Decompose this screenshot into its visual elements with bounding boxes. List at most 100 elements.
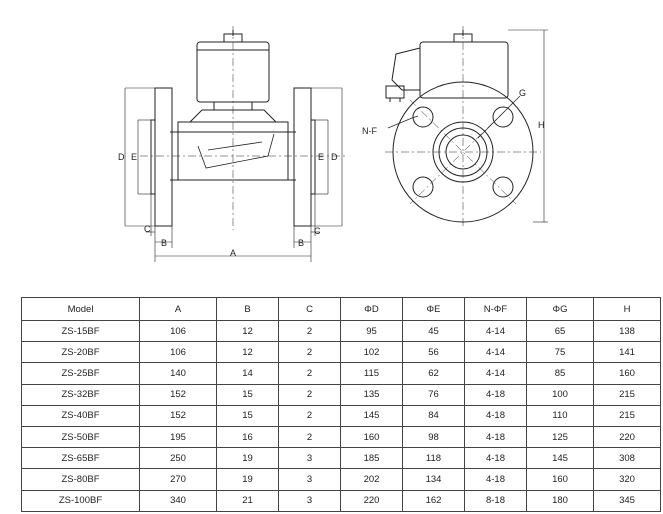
- cell-d: 95: [340, 319, 403, 343]
- cell-b: 19: [216, 447, 279, 470]
- bolt-hole-bl: [412, 176, 434, 198]
- front-dim-h: H: [538, 120, 545, 130]
- bolt-hole-tl: [412, 106, 434, 128]
- cell-c: 2: [278, 425, 341, 449]
- cell-b: 19: [216, 468, 279, 491]
- cell-g: 85: [526, 362, 594, 385]
- cell-nf: 4-18: [464, 425, 527, 449]
- bolt-hole-br: [492, 176, 514, 198]
- cell-nf: 4-14: [464, 341, 527, 364]
- cell-model: ZS-25BF: [21, 362, 140, 385]
- left-flange: [154, 87, 173, 227]
- cell-a: 340: [139, 489, 217, 512]
- cell-c: 3: [278, 489, 341, 512]
- cell-nf: 4-18: [464, 383, 527, 406]
- cell-c: 2: [278, 383, 341, 406]
- cell-e: 118: [402, 447, 465, 470]
- cell-e: 134: [402, 468, 465, 491]
- side-view: [124, 26, 345, 262]
- cell-g: 145: [526, 447, 594, 470]
- cell-g: 100: [526, 383, 594, 406]
- cell-a: 250: [139, 447, 217, 470]
- col-header-e: ΦE: [402, 297, 465, 321]
- cell-e: 62: [402, 362, 465, 385]
- col-header-h: H: [593, 297, 661, 321]
- cell-d: 160: [340, 425, 403, 449]
- cell-g: 75: [526, 341, 594, 364]
- cell-d: 185: [340, 447, 403, 470]
- cell-model: ZS-100BF: [21, 489, 140, 512]
- cell-b: 15: [216, 404, 279, 427]
- col-header-g: ΦG: [526, 297, 594, 321]
- table-header-row: Model A B C ΦD ΦE N-ΦF ΦG H: [21, 297, 661, 321]
- col-header-c: C: [278, 297, 341, 321]
- cell-a: 140: [139, 362, 217, 385]
- cell-nf: 4-18: [464, 447, 527, 470]
- cell-c: 3: [278, 468, 341, 491]
- cell-e: 84: [402, 404, 465, 427]
- cell-b: 12: [216, 319, 279, 343]
- cell-nf: 4-14: [464, 362, 527, 385]
- cell-e: 45: [402, 319, 465, 343]
- side-dim-c-right: C: [314, 226, 321, 236]
- cell-model: ZS-20BF: [21, 341, 140, 364]
- cell-h: 138: [593, 319, 661, 343]
- col-header-a: A: [139, 297, 217, 321]
- cell-g: 160: [526, 468, 594, 491]
- col-header-nf: N-ΦF: [464, 297, 527, 321]
- cell-a: 106: [139, 341, 217, 364]
- cell-h: 220: [593, 425, 661, 449]
- cell-c: 2: [278, 319, 341, 343]
- cell-c: 3: [278, 447, 341, 470]
- cell-nf: 4-18: [464, 468, 527, 491]
- cell-g: 125: [526, 425, 594, 449]
- side-dim-b-right: B: [298, 238, 304, 248]
- cell-model: ZS-80BF: [21, 468, 140, 491]
- right-flange: [293, 87, 312, 227]
- cell-a: 270: [139, 468, 217, 491]
- cell-h: 345: [593, 489, 661, 512]
- cell-c: 2: [278, 404, 341, 427]
- cell-a: 106: [139, 319, 217, 343]
- front-dim-nf: N-F: [362, 126, 377, 136]
- cell-d: 202: [340, 468, 403, 491]
- cable-connector: [391, 47, 421, 91]
- front-view: [385, 26, 548, 228]
- cell-h: 215: [593, 383, 661, 406]
- cell-nf: 4-18: [464, 404, 527, 427]
- cell-g: 65: [526, 319, 594, 343]
- col-header-d: ΦD: [340, 297, 403, 321]
- cell-a: 152: [139, 404, 217, 427]
- cell-model: ZS-65BF: [21, 447, 140, 470]
- cell-c: 2: [278, 341, 341, 364]
- cell-h: 308: [593, 447, 661, 470]
- side-dim-c-left: C: [144, 224, 151, 234]
- cell-b: 21: [216, 489, 279, 512]
- cell-b: 12: [216, 341, 279, 364]
- side-dim-e-right: E: [318, 152, 324, 162]
- cell-h: 160: [593, 362, 661, 385]
- cell-h: 320: [593, 468, 661, 491]
- cell-e: 162: [402, 489, 465, 512]
- cell-g: 180: [526, 489, 594, 512]
- cell-d: 115: [340, 362, 403, 385]
- cell-b: 16: [216, 425, 279, 449]
- cell-b: 15: [216, 383, 279, 406]
- cell-b: 14: [216, 362, 279, 385]
- front-dim-g: G: [519, 88, 526, 98]
- cell-d: 135: [340, 383, 403, 406]
- side-dim-e-left: E: [131, 152, 137, 162]
- cell-e: 56: [402, 341, 465, 364]
- cell-model: ZS-32BF: [21, 383, 140, 406]
- cell-g: 110: [526, 404, 594, 427]
- valve-technical-drawing: D E E D C B B C A: [118, 26, 548, 262]
- cell-d: 145: [340, 404, 403, 427]
